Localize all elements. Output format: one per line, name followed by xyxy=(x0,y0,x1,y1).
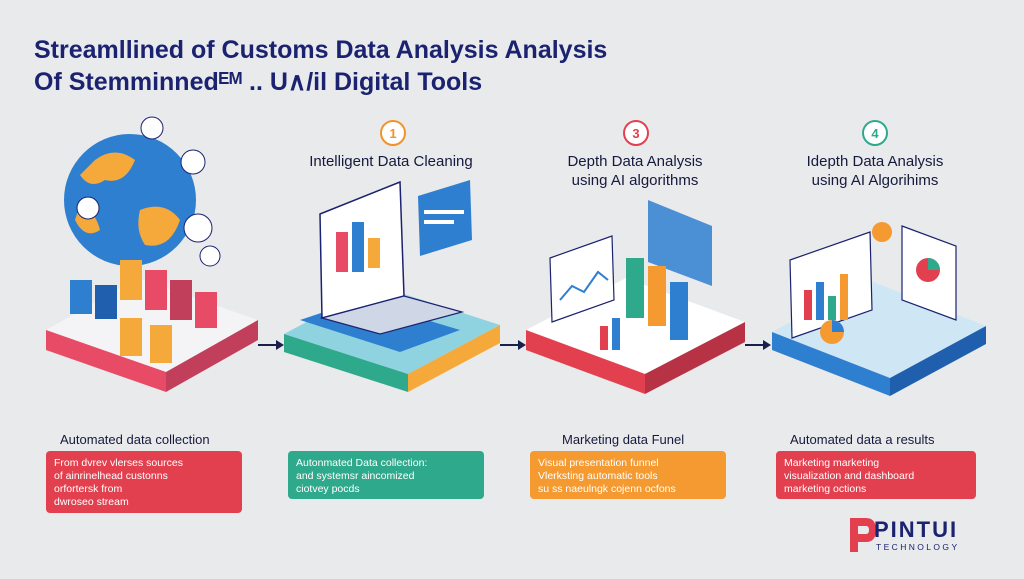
laptop-icon xyxy=(319,180,472,335)
step-3-label: Depth Data Analysis using AI algorithms xyxy=(540,152,730,190)
step-2-desc-line-3: ciotvey pocds xyxy=(296,483,360,495)
step-2-badge: 1 xyxy=(380,120,406,146)
step-2-description: Autonmated Data collection: and systemsr… xyxy=(288,451,484,499)
page-title: Streamllined of Customs Data Analysis An… xyxy=(34,34,734,98)
step-1-caption: Automated data collection xyxy=(60,432,210,447)
step-4-caption: Automated data a results xyxy=(790,432,935,447)
step-3-label-line-2: using AI algorithms xyxy=(571,172,699,189)
step-3-badge: 3 xyxy=(623,120,649,146)
step-1-desc-line-2: of ainrinelhead custonns xyxy=(54,470,168,482)
step-3-caption: Marketing data Funel xyxy=(562,432,685,447)
arrow-connector-2 xyxy=(500,340,526,350)
step-1-description: From dvrev vlerses sources of ainrinelhe… xyxy=(46,451,242,513)
logo-wordmark: PINTUI xyxy=(874,517,959,542)
arrow-connector-1 xyxy=(258,340,284,350)
logo-tagline: TECHNOLOGY xyxy=(876,542,960,552)
step-4-label: Idepth Data Analysis using AI Algorihims xyxy=(780,152,970,190)
data-stacks-icon xyxy=(70,260,217,363)
title-line-1: Streamllined of Customs Data Analysis An… xyxy=(34,36,608,64)
arrow-connector-3 xyxy=(745,340,771,350)
step-1-desc-line-1: From dvrev vlerses sources xyxy=(54,457,183,469)
step-2-label: Intelligent Data Cleaning xyxy=(296,152,486,171)
step-1-desc-line-4: dwroseo stream xyxy=(54,496,129,508)
step-3-desc-line-3: su ss naeulngk cojenn ocfons xyxy=(538,483,676,495)
step-3-desc-line-2: Vlerksting automatic tools xyxy=(538,470,658,482)
step-4-desc-line-2: visualization and dashboard xyxy=(784,470,915,482)
step-2-desc-line-1: Autonmated Data collection: xyxy=(296,457,428,469)
step-4-description: Marketing marketing visualization and da… xyxy=(776,451,976,499)
globe-icon xyxy=(64,116,221,267)
step-2-label-line-1: Intelligent Data Cleaning xyxy=(309,153,473,170)
step-4-badge: 4 xyxy=(862,120,888,146)
bar-chart-icon xyxy=(549,200,712,350)
step-4-label-line-1: Idepth Data Analysis xyxy=(806,153,944,170)
step-4-label-line-2: using AI Algorihims xyxy=(811,172,939,189)
logo-mark-icon xyxy=(850,518,876,552)
step-3-label-line-1: Depth Data Analysis xyxy=(567,153,703,170)
step-3-desc-line-1: Visual presentation funnel xyxy=(538,457,659,469)
step-4-desc-line-3: marketing octions xyxy=(784,483,867,495)
step-1-desc-line-3: orfortersk from xyxy=(54,483,123,495)
step-3-description: Visual presentation funnel Vlerksting au… xyxy=(530,451,726,499)
step-4-desc-line-1: Marketing marketing xyxy=(784,457,880,469)
dashboard-icon xyxy=(789,222,957,344)
step-2-desc-line-2: and systemsr aincomized xyxy=(296,470,415,482)
brand-logo: PINTUI TECHNOLOGY xyxy=(848,517,1008,557)
title-line-2: Of Stemminnedᴱᴹ .. U∧/il Digital Tools xyxy=(34,68,483,96)
